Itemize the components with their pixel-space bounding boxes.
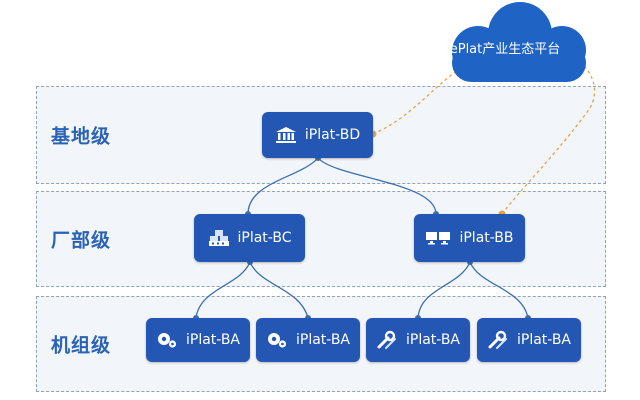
link-bc-ba1	[195, 261, 251, 319]
node-label-ba-4: iPlat-BA	[516, 332, 572, 348]
gears-icon	[266, 331, 288, 349]
cloud-link-bd	[372, 69, 459, 135]
node-label-ba-2: iPlat-BA	[295, 332, 351, 348]
node-label-bc: iPlat-BC	[237, 230, 292, 246]
link-bd-bb	[317, 157, 437, 215]
node-label-ba-1: iPlat-BA	[185, 332, 241, 348]
link-bd-bc	[247, 157, 319, 215]
tier-label-plant: 厂部级	[51, 229, 112, 252]
bank-icon	[275, 126, 297, 144]
cloud-icon	[452, 2, 586, 82]
gears-icon	[156, 331, 178, 349]
wrench-icon	[487, 330, 509, 350]
node-iplat-ba-3[interactable]: iPlat-BA	[366, 318, 470, 362]
cloud-link-bb	[501, 61, 596, 215]
tier-label-base: 基地级	[51, 125, 112, 148]
node-label-bd: iPlat-BD	[304, 127, 361, 143]
wrench-icon	[376, 330, 398, 350]
link-bb-ba3	[417, 261, 471, 319]
node-label-bb: iPlat-BB	[459, 230, 514, 246]
tier-label-unit: 机组级	[51, 334, 112, 357]
node-iplat-bc[interactable]: iPlat-BC	[194, 214, 305, 262]
link-bc-ba2	[249, 261, 309, 319]
node-iplat-ba-4[interactable]: iPlat-BA	[477, 318, 581, 362]
cloud-label: ePlat产业生态平台	[449, 42, 561, 57]
node-iplat-bd[interactable]: iPlat-BD	[262, 112, 373, 158]
node-iplat-ba-1[interactable]: iPlat-BA	[146, 318, 250, 362]
node-iplat-bb[interactable]: iPlat-BB	[414, 214, 525, 262]
node-label-ba-3: iPlat-BA	[405, 332, 461, 348]
factory-icon	[208, 229, 230, 247]
monitors-icon	[425, 230, 451, 246]
node-iplat-ba-2[interactable]: iPlat-BA	[256, 318, 360, 362]
link-bb-ba4	[469, 261, 529, 319]
